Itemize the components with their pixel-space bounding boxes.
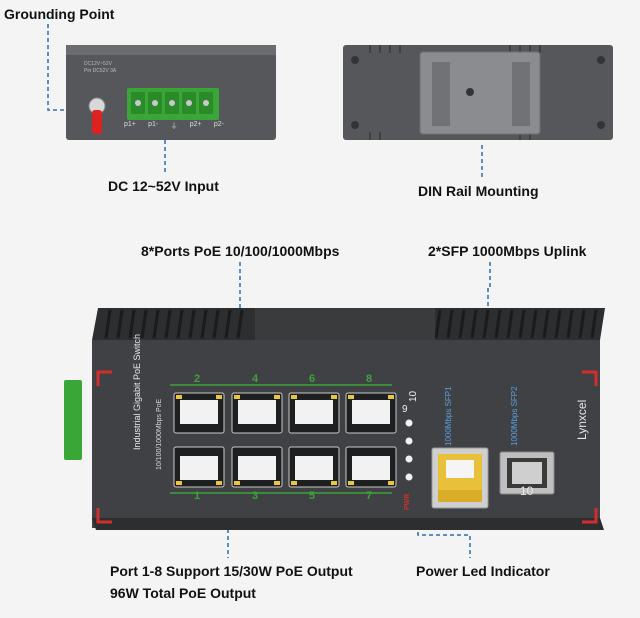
sfp-led-number-10: 10 bbox=[408, 390, 419, 402]
sfp-uplink-label: 2*SFP 1000Mbps Uplink bbox=[428, 243, 587, 259]
port-number-1: 1 bbox=[194, 490, 201, 502]
dc-input-label: DC 12~52V Input bbox=[108, 178, 219, 194]
ground-lug-icon bbox=[92, 110, 102, 134]
terminal-label-p1minus: p1- bbox=[148, 121, 159, 128]
port-number-4: 4 bbox=[252, 373, 259, 385]
svg-text:DC12V~52V: DC12V~52V bbox=[84, 61, 113, 67]
pwr-label: PWR bbox=[404, 493, 411, 510]
port-number-7: 7 bbox=[366, 490, 373, 502]
power-led-label: Power Led Indicator bbox=[416, 563, 550, 579]
grounding-point-label: Grounding Point bbox=[4, 6, 115, 22]
terminal-label-p1plus: p1+ bbox=[124, 121, 136, 128]
terminal-label-p2plus: p2+ bbox=[189, 121, 202, 128]
sfp-led-number-9: 9 bbox=[402, 404, 408, 415]
switch-side-text: Industrial Gigabit PoE Switch bbox=[132, 333, 142, 450]
terminal-label-ground: ⏚ bbox=[170, 123, 178, 130]
port-number-2: 2 bbox=[194, 373, 201, 385]
sfp-port-number: 10 bbox=[520, 484, 534, 498]
brand-logo: Lynxcel bbox=[575, 399, 589, 440]
sfp1-label: 1000Mbps SFP1 bbox=[444, 386, 453, 446]
terminal-label-row: p1+ p1- ⏚ p2+ p2- bbox=[124, 121, 224, 131]
port-number-6: 6 bbox=[309, 373, 316, 385]
port-number-3: 3 bbox=[252, 490, 259, 502]
terminal-label-p2minus: p2- bbox=[213, 121, 224, 128]
port-support-label: Port 1-8 Support 15/30W PoE Output bbox=[110, 563, 353, 579]
port-number-8: 8 bbox=[366, 373, 373, 385]
total-poe-label: 96W Total PoE Output bbox=[110, 585, 256, 601]
svg-text:Pin DC52V 3A: Pin DC52V 3A bbox=[84, 68, 117, 74]
din-rail-label: DIN Rail Mounting bbox=[418, 183, 539, 199]
switch-side-subtext: 10/100/1000Mbps PoE bbox=[156, 398, 163, 470]
ports-poe-label: 8*Ports PoE 10/100/1000Mbps bbox=[141, 243, 340, 259]
sfp2-label: 1000Mbps SFP2 bbox=[510, 386, 519, 446]
port-number-5: 5 bbox=[309, 490, 316, 502]
